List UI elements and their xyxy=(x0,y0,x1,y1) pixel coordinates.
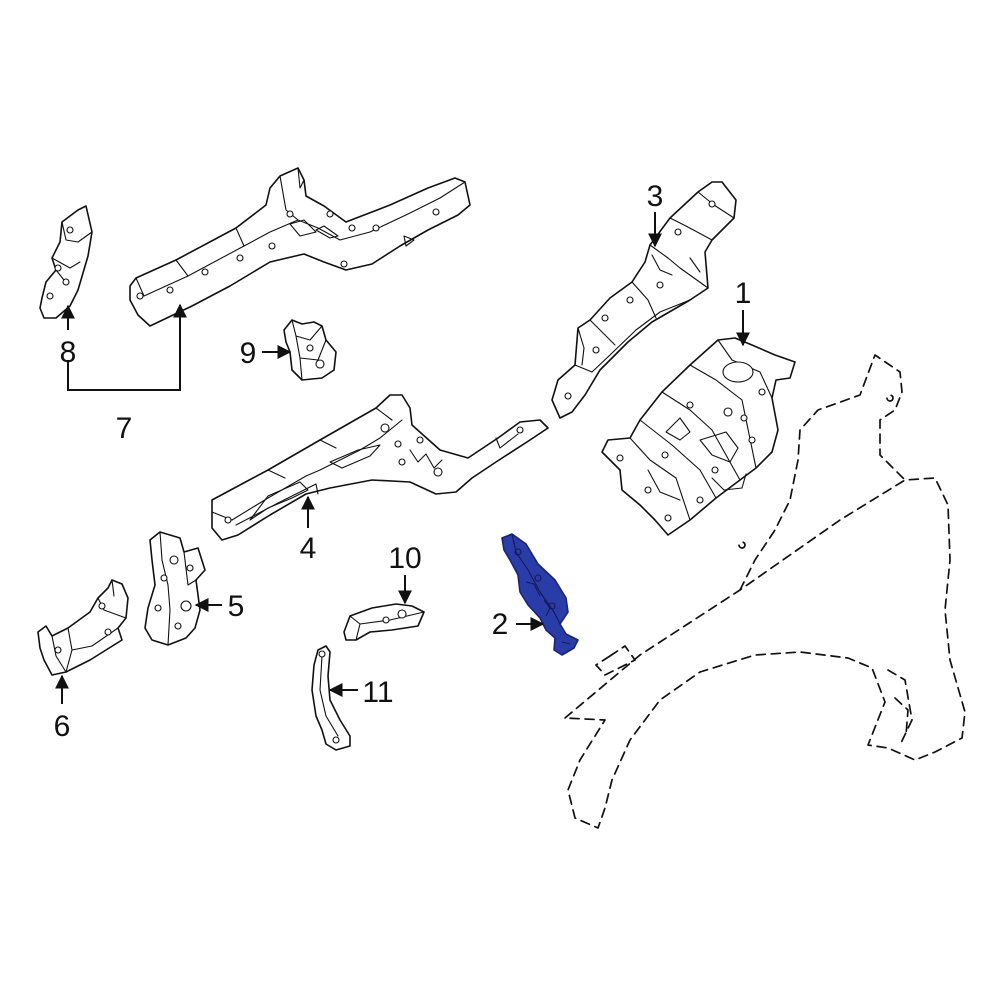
callout-10: 10 xyxy=(388,542,421,575)
leader-7 xyxy=(67,303,187,391)
callout-7: 7 xyxy=(116,412,133,445)
callout-9: 9 xyxy=(240,337,257,370)
callout-6: 6 xyxy=(54,710,71,743)
part-1-strut-tower[interactable] xyxy=(601,337,796,536)
leader-lines xyxy=(55,212,750,704)
callout-4: 4 xyxy=(300,532,317,565)
part-6-extension-panel[interactable] xyxy=(37,579,129,676)
part-11-strap[interactable] xyxy=(311,645,351,751)
part-10-bracket[interactable] xyxy=(343,603,425,641)
part-3-upper-rail[interactable] xyxy=(551,181,737,419)
fender-outline xyxy=(564,354,966,829)
part-4-side-member[interactable] xyxy=(211,394,549,541)
part-7-side-member-assembly[interactable] xyxy=(129,167,471,327)
callout-11: 11 xyxy=(362,676,393,709)
part-8-gusset[interactable] xyxy=(39,205,93,319)
callout-8: 8 xyxy=(60,336,77,369)
callout-1: 1 xyxy=(735,277,752,310)
part-5-plate[interactable] xyxy=(144,531,206,646)
callout-5: 5 xyxy=(228,590,245,623)
callout-2: 2 xyxy=(492,608,509,641)
part-2-bracket-highlighted[interactable] xyxy=(501,533,579,656)
callout-labels: 1 2 3 4 5 6 7 8 9 10 11 xyxy=(54,180,752,743)
callout-3: 3 xyxy=(647,180,664,213)
part-9-small-bracket[interactable] xyxy=(283,319,337,381)
